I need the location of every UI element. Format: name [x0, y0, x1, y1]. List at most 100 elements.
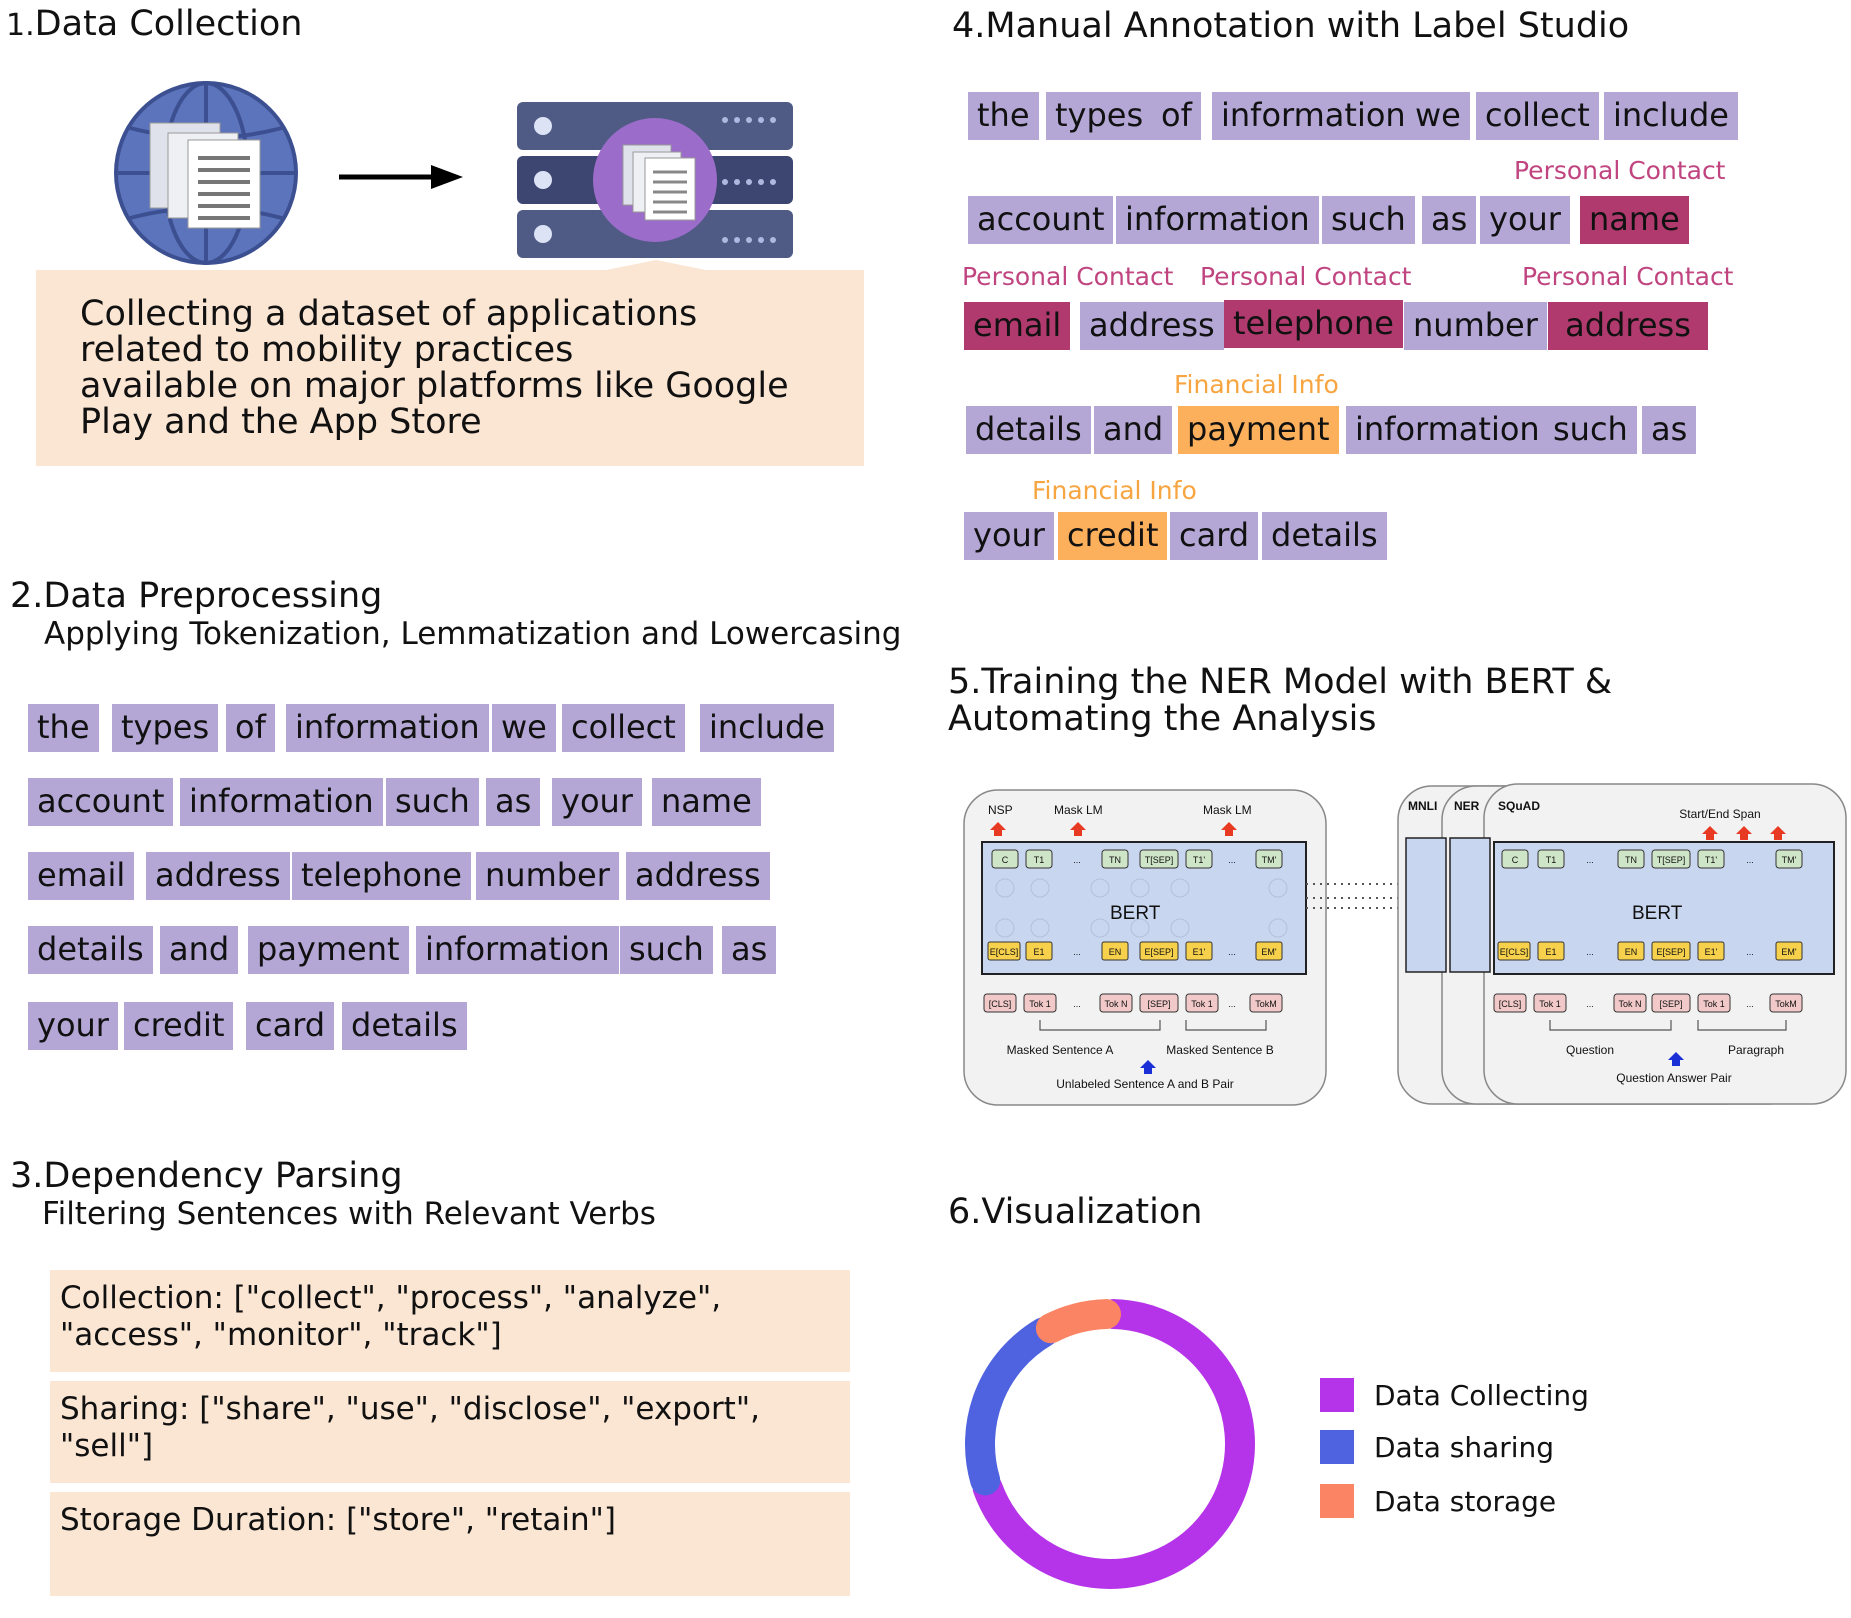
section-6-title: 6.Visualization	[948, 1192, 1203, 1232]
bert-embedding: E[CLS]	[990, 947, 1019, 957]
paragraph-label: Paragraph	[1728, 1043, 1784, 1057]
bert-output-token: ...	[1073, 855, 1081, 865]
legend-swatch	[1320, 1484, 1354, 1518]
collection-note: Collecting a dataset of applications rel…	[80, 296, 789, 440]
token: we	[492, 704, 556, 752]
token: address	[626, 852, 770, 900]
bert-input-token: ...	[1746, 999, 1754, 1009]
entity-tag-personal-contact: Personal Contact	[1200, 262, 1412, 291]
token-annotated-contact: email	[964, 302, 1071, 350]
section-2-subtitle: Applying Tokenization, Lemmatization and…	[44, 616, 902, 652]
token: address	[1080, 302, 1224, 350]
token: your	[964, 512, 1054, 560]
token: information	[286, 704, 489, 752]
verb-line: "sell"]	[60, 1428, 154, 1464]
token: account	[968, 196, 1114, 244]
task-label: MNLI	[1408, 799, 1437, 813]
bert-top-label: Mask LM	[1203, 803, 1252, 817]
bert-top-label: NSP	[988, 803, 1013, 817]
sentence-pair-label: Unlabeled Sentence A and B Pair	[1056, 1077, 1233, 1091]
token: of	[226, 704, 275, 752]
token: information	[416, 926, 619, 974]
bert-top-label: Mask LM	[1054, 803, 1103, 817]
token-annotated-financial: payment	[1178, 406, 1339, 454]
token: as	[486, 778, 541, 826]
globe-documents-icon	[114, 81, 298, 265]
bert-embedding: E[SEP]	[1656, 947, 1685, 957]
section-1-number: 1.	[6, 8, 35, 43]
qa-pair-label: Question Answer Pair	[1616, 1071, 1731, 1085]
bert-output-token: T1'	[1193, 855, 1206, 865]
bert-output-token: TN	[1625, 855, 1637, 865]
token: account	[28, 778, 174, 826]
bert-output-token: T1	[1034, 855, 1045, 865]
section-5-title-line-2: Automating the Analysis	[948, 699, 1377, 739]
token: information	[1212, 92, 1415, 140]
entity-tag-personal-contact: Personal Contact	[962, 262, 1174, 291]
bert-embedding: E1'	[1705, 947, 1718, 957]
bert-pretraining-panel: NSP Mask LM Mask LM BERT	[963, 789, 1327, 1106]
bert-output-token: ...	[1746, 855, 1754, 865]
token-annotated-contact: name	[1580, 196, 1689, 244]
bert-architecture-diagram: NSP Mask LM Mask LM BERT	[963, 783, 1847, 1106]
section-5-title-line-1: 5.Training the NER Model with BERT &	[948, 662, 1613, 702]
token: details	[342, 1002, 467, 1050]
section-4-title: 4.Manual Annotation with Label Studio	[952, 6, 1630, 46]
bert-input-token: TokM	[1255, 999, 1277, 1009]
token: as	[1422, 196, 1477, 244]
legend-label: Data storage	[1374, 1484, 1557, 1518]
token: such	[620, 926, 713, 974]
note-line-4: Play and the App Store	[80, 402, 482, 442]
bert-output-token: T[SEP]	[1145, 855, 1174, 865]
bert-model-label: BERT	[1110, 903, 1161, 924]
bert-output-token: TM'	[1262, 855, 1277, 865]
token: such	[386, 778, 479, 826]
bert-input-token: [CLS]	[989, 999, 1012, 1009]
verb-line: Collection: ["collect", "process", "anal…	[60, 1280, 722, 1316]
token: address	[146, 852, 290, 900]
bert-output-token: C	[1512, 855, 1519, 865]
entity-tag-financial-info: Financial Info	[1032, 476, 1197, 505]
token: details	[1262, 512, 1387, 560]
bert-embedding: E[SEP]	[1144, 947, 1173, 957]
bert-input-token: Tok N	[1104, 999, 1127, 1009]
token: the	[968, 92, 1039, 140]
bert-output-token: T1'	[1705, 855, 1718, 865]
token: email	[28, 852, 135, 900]
bert-input-token: Tok N	[1618, 999, 1641, 1009]
bert-output-token: TN	[1109, 855, 1121, 865]
note-callout-shape	[36, 260, 864, 466]
legend-swatch	[1320, 1378, 1354, 1412]
bert-input-token: Tok 1	[1539, 999, 1561, 1009]
token: as	[722, 926, 777, 974]
bert-embedding: ...	[1073, 947, 1081, 957]
entity-tag-personal-contact: Personal Contact	[1514, 156, 1726, 185]
bert-input-token: [CLS]	[1499, 999, 1522, 1009]
token: the	[28, 704, 99, 752]
bert-embedding: E1	[1545, 947, 1556, 957]
token: your	[28, 1002, 118, 1050]
token: card	[1170, 512, 1259, 560]
bert-input-token: TokM	[1775, 999, 1797, 1009]
bert-embedding: E1	[1033, 947, 1044, 957]
bert-input-token: ...	[1586, 999, 1594, 1009]
token: information	[180, 778, 383, 826]
arrow-right-icon	[339, 165, 463, 189]
section-5-title: 5.Training the NER Model with BERT & Aut…	[948, 664, 1612, 738]
donut-slice-data-storage	[1035, 1299, 1122, 1344]
token: collect	[562, 704, 685, 752]
token: your	[552, 778, 642, 826]
token: payment	[248, 926, 409, 974]
server-database-icon	[517, 102, 793, 258]
token: card	[246, 1002, 335, 1050]
legend-item-data-sharing: Data sharing	[1320, 1430, 1554, 1464]
span-label: Start/End Span	[1679, 807, 1760, 821]
section-1-title-text: Data Collection	[34, 4, 303, 44]
legend-label: Data Collecting	[1374, 1378, 1589, 1412]
token: types	[1046, 92, 1153, 140]
token: telephone	[292, 852, 471, 900]
legend-label: Data sharing	[1374, 1430, 1555, 1464]
token: types	[112, 704, 219, 752]
bert-output-token: C	[1002, 855, 1009, 865]
token: such	[1544, 406, 1637, 454]
